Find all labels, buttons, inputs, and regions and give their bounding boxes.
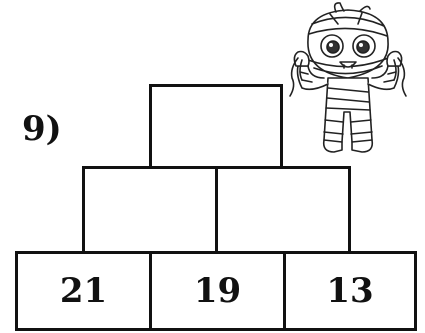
pyramid-middle-cell-1[interactable] — [82, 166, 218, 254]
mummy-cartoon-icon — [278, 0, 418, 160]
pyramid-bottom-cell-3: 13 — [283, 251, 417, 331]
pyramid-bottom-cell-1: 21 — [15, 251, 152, 331]
pyramid-top-cell[interactable] — [149, 84, 283, 169]
pyramid-middle-cell-2[interactable] — [215, 166, 351, 254]
pyramid-bottom-cell-2: 19 — [149, 251, 286, 331]
problem-number: 9) — [22, 112, 62, 146]
